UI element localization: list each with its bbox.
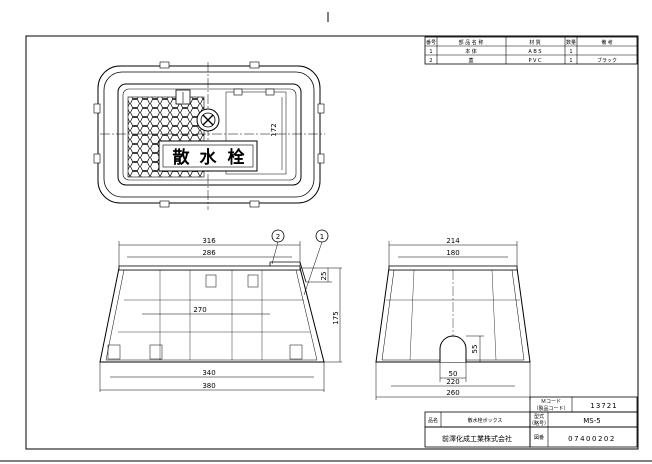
company-name: 前澤化成工業株式会社 (442, 434, 512, 443)
front-dim-380: 380 (202, 382, 215, 390)
mcode-value: 13721 (590, 402, 617, 410)
parts-row-1-no: 1 (429, 49, 432, 55)
drawing-label: 図番 (534, 434, 544, 441)
product-value: 散水栓ボックス (468, 417, 503, 424)
drawing-frame (25, 35, 639, 450)
parts-row-2-qty: 1 (569, 58, 572, 64)
front-dim-25: 25 (320, 272, 328, 281)
parts-table-header-material: 材 質 (529, 39, 541, 46)
parts-row-1-qty: 1 (569, 49, 572, 55)
model-value: MS-5 (583, 417, 600, 425)
parts-row-2-no: 2 (429, 58, 432, 64)
side-dim-50: 50 (449, 370, 458, 378)
mcode-label-1: Ｍコード (541, 399, 561, 405)
title-block: Ｍコード （製品コード） 13721 型式 （略号） MS-5 品名 散水栓ボッ… (424, 396, 638, 448)
parts-table-header-qty: 数量 (566, 39, 576, 46)
front-dim-270: 270 (193, 306, 206, 314)
parts-table-header-no: 番号 (426, 39, 436, 46)
side-dim-214: 214 (446, 237, 460, 245)
lid-label-char-1: 散 (173, 147, 191, 168)
parts-table: 番号 部 品 名 称 材 質 数量 備 考 1 本 体 A B S 1 2 蓋 … (424, 36, 638, 65)
model-label-2: （略号） (529, 420, 549, 427)
side-dim-180: 180 (446, 249, 459, 257)
parts-table-header-name: 部 品 名 称 (459, 39, 484, 46)
callout-1: 1 (320, 233, 324, 241)
side-dim-260: 260 (446, 389, 459, 397)
front-dim-175: 175 (332, 311, 340, 324)
front-view: 316 286 270 340 380 (99, 229, 342, 392)
mcode-label-2: （製品コード） (533, 405, 568, 412)
model-label-1: 型式 (534, 413, 544, 420)
callout-2: 2 (276, 233, 280, 241)
parts-row-2-remark: ブラック (597, 57, 617, 64)
lid-label-char-3: 栓 (228, 147, 245, 168)
plan-view: 散 水 栓 172 (93, 61, 325, 210)
parts-table-header-remark: 備 考 (601, 39, 613, 46)
side-dim-55: 55 (471, 345, 479, 354)
side-dim-220: 220 (446, 378, 459, 386)
front-dim-286: 286 (202, 249, 216, 257)
parts-row-2-material: P V C (528, 58, 542, 64)
drawing-value: 07400202 (568, 435, 616, 443)
product-label: 品名 (428, 417, 438, 424)
parts-row-2-name: 蓋 (468, 57, 473, 64)
parts-row-1-name: 本 体 (465, 48, 477, 55)
front-dim-316: 316 (202, 237, 216, 245)
plan-dim-172: 172 (270, 123, 278, 136)
side-view: 214 180 55 50 220 260 (375, 237, 531, 400)
parts-row-1-material: A B S (528, 49, 541, 55)
front-dim-340: 340 (202, 369, 215, 377)
lid-label-char-2: 水 (200, 147, 218, 168)
